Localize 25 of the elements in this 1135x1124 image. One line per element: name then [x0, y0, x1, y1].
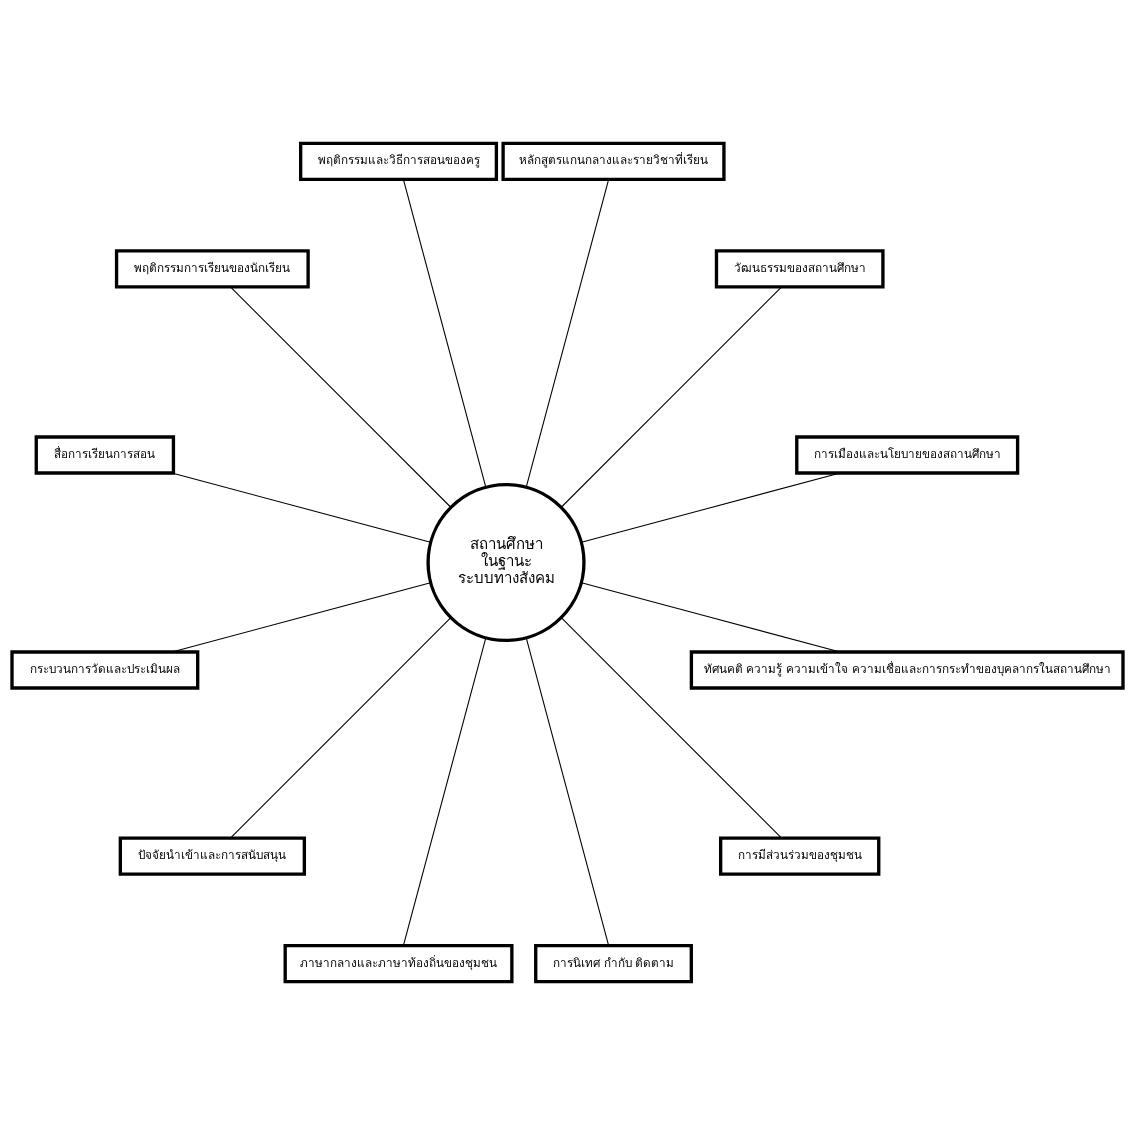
- connector: [229, 285, 452, 508]
- connector: [171, 581, 432, 653]
- connector: [580, 581, 841, 653]
- node-box: การเมืองและนโยบายของสถานศึกษา: [795, 434, 1020, 475]
- node-box: สื่อการเรียนการสอน: [34, 434, 176, 475]
- node-box: วัฒนธรรมของสถานศึกษา: [714, 248, 885, 288]
- node-box: พฤติกรรมการเรียนของนักเรียน: [114, 248, 310, 288]
- node-box: พฤติกรรมและวิธีการสอนของครู: [299, 141, 499, 181]
- connector: [171, 471, 432, 543]
- node-circle: สถานศึกษา ในฐานะ ระบบทางสังคม: [426, 482, 586, 642]
- connector: [525, 636, 610, 946]
- connector: [560, 616, 783, 839]
- connector: [402, 178, 487, 488]
- node-box: การนิเทศ กำกับ ติดตาม: [534, 943, 693, 983]
- node-box: การมีส่วนร่วมของชุมชน: [719, 836, 881, 876]
- node-box: กระบวนการวัดและประเมินผล: [10, 649, 200, 690]
- connector: [229, 616, 452, 839]
- node-box: ภาษากลางและภาษาท้องถิ่นของชุมชน: [283, 943, 514, 983]
- node-box: ปัจจัยนำเข้าและการสนับสนุน: [118, 836, 307, 876]
- connector: [402, 636, 487, 946]
- node-box: ทัศนคติ ความรู้ ความเข้าใจ ความเชื่อและการกระทำของบุคลากรในสถานศึกษา: [689, 649, 1125, 690]
- connector: [560, 285, 783, 508]
- connector: [525, 178, 610, 488]
- connector: [580, 471, 841, 543]
- node-box: หลักสูตรแกนกลางและรายวิชาที่เรียน: [501, 141, 726, 181]
